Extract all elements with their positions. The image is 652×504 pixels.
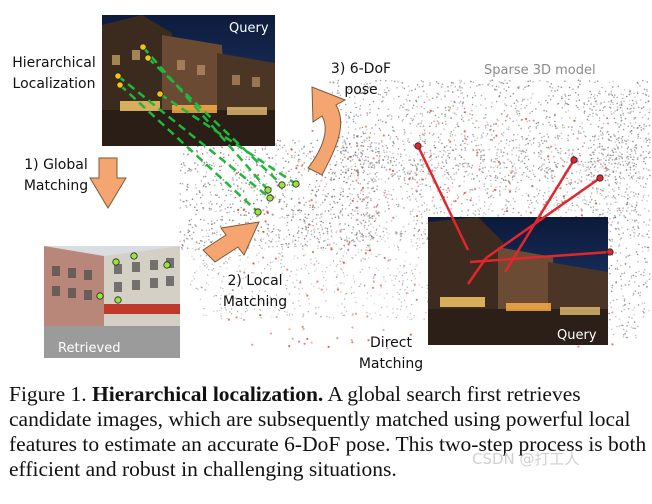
sparse-3d-model-label: Sparse 3D model [484,63,596,78]
model-keypoint [266,194,274,202]
direct-matching-label: Direct Matching [352,333,430,375]
direct-match-line [469,250,611,264]
local-match-line [159,92,297,186]
local-match-line [119,84,259,213]
global-line2: Matching [23,178,89,194]
model-keypoint [292,180,300,188]
hierarchical-localization-label: Hierarchical Localization [6,53,102,95]
model-3d-point [606,248,614,256]
retrieved-tag: Retrieved [58,341,121,356]
local-matching-arrow [202,221,260,263]
local-match-line [147,57,283,186]
local-line2: Matching [222,294,288,310]
direct-line2: Matching [358,356,424,372]
query-keypoint [116,81,124,89]
retrieved-keypoint [130,252,138,260]
query-tag-bottom: Query [557,328,597,343]
local-line1: 2) Local [227,273,283,289]
model-3d-point [570,156,578,164]
hier-line1: Hierarchical [12,55,96,71]
query-keypoint [139,43,147,51]
retrieved-keypoint [163,261,171,269]
model-keypoint [254,208,262,216]
direct-match-line [416,145,470,251]
direct-match-line [485,176,601,260]
global-matching-label: 1) Global Matching [12,155,100,197]
direct-line1: Direct [370,335,412,351]
figure-caption: Figure 1. Hierarchical localization. A g… [9,382,649,482]
retrieved-keypoint [114,296,122,304]
model-3d-point [414,142,422,150]
pose-line2: pose [344,82,378,98]
global-matching-arrow [89,157,127,209]
local-match-line [142,46,269,191]
figure-number: Figure 1. [9,382,87,406]
direct-match-line [466,257,488,285]
pose-label: 3) 6-DoF pose [322,59,400,101]
pose-line1: 3) 6-DoF [330,61,392,77]
retrieved-keypoint [112,258,120,266]
hier-line2: Localization [12,76,96,92]
caption-title: Hierarchical localization. [92,382,324,406]
model-3d-point [596,174,604,182]
global-line1: 1) Global [24,157,88,173]
query-image-top [102,15,275,146]
direct-match-line [503,159,576,273]
retrieved-keypoint [96,292,104,300]
model-keypoint [278,181,286,189]
watermark: CSDN @打工人 [472,450,580,468]
pose-arrow [307,86,347,176]
figure-overlay [89,43,614,304]
query-keypoint [156,90,164,98]
model-keypoint [264,186,272,194]
caption-body: A global search first retrieves candidat… [9,382,647,481]
query-tag-top: Query [229,21,269,36]
local-match-line [117,75,271,199]
local-matching-label: 2) Local Matching [210,271,300,313]
query-keypoint [114,72,122,80]
query-keypoint [144,54,152,62]
query-image-bottom [428,217,608,345]
retrieved-image [44,246,180,358]
